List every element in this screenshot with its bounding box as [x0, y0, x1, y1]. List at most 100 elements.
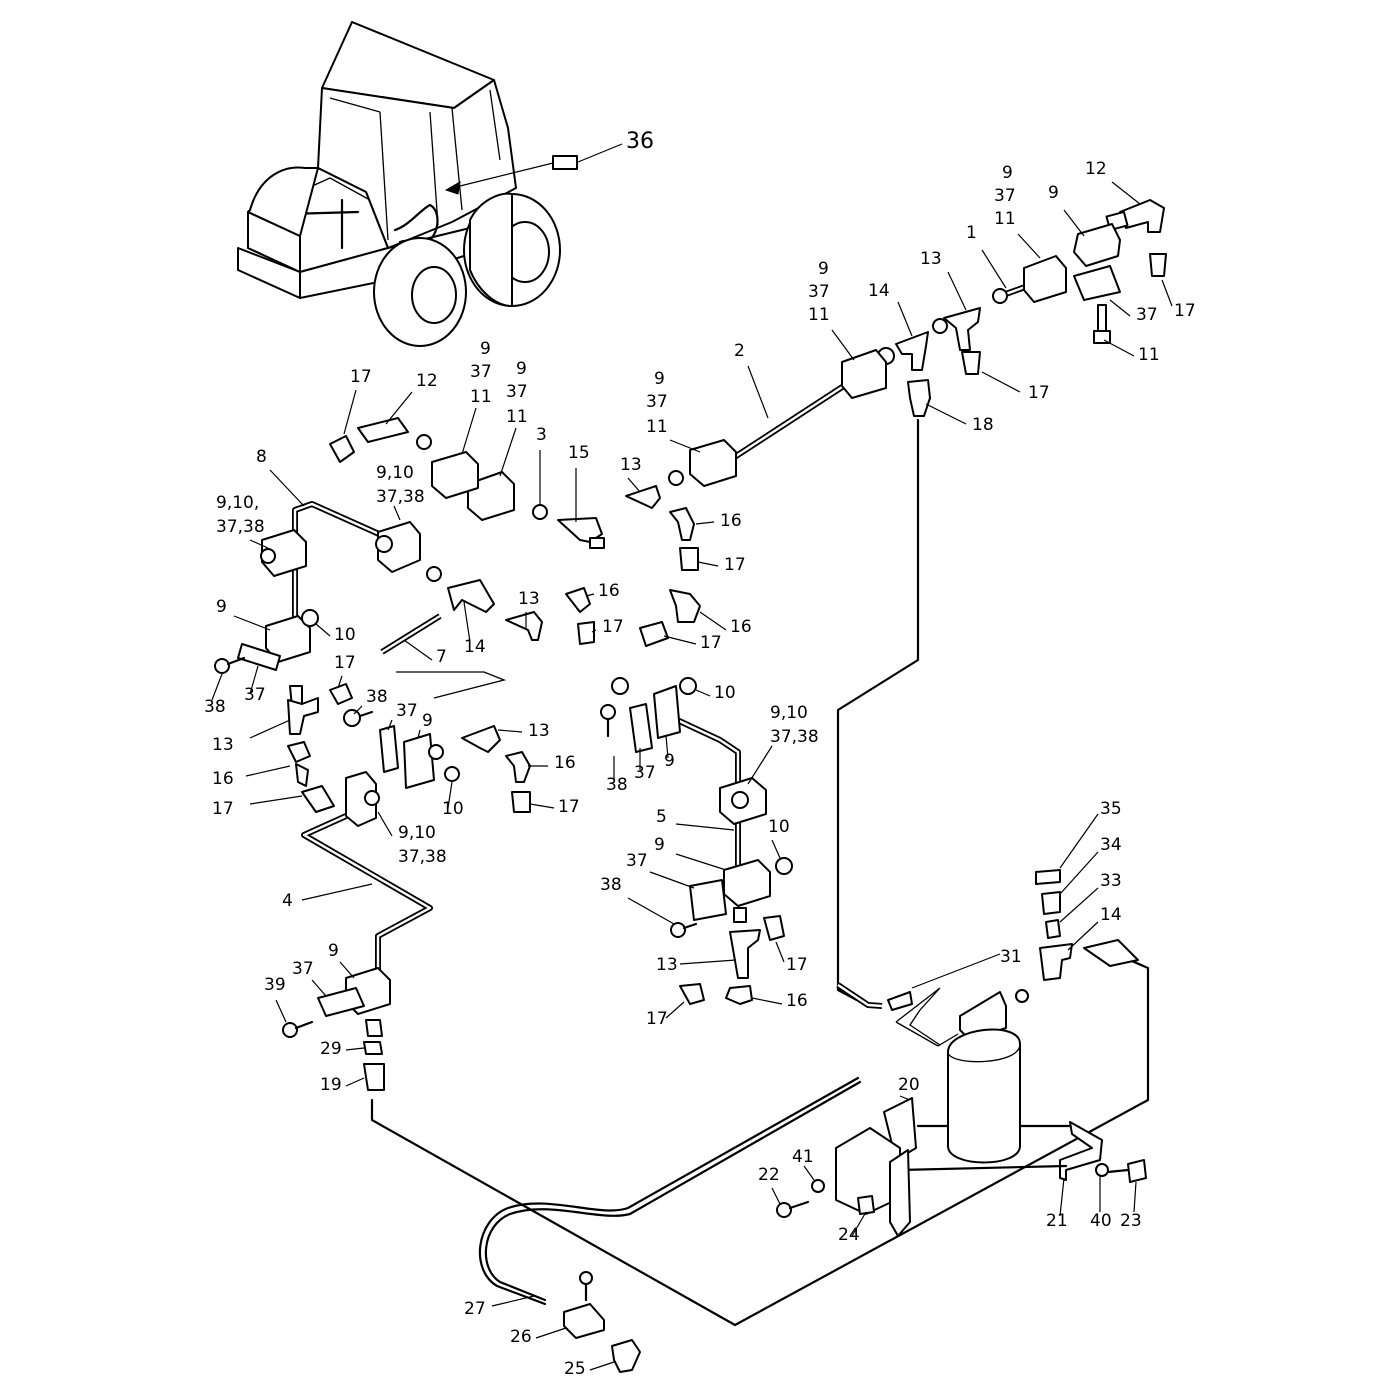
leader-line — [649, 871, 695, 889]
callout-label-c17a: 17 — [1174, 301, 1196, 321]
callout-label-c11e: 11 — [470, 387, 492, 407]
callout-label-c17h: 17 — [558, 797, 580, 817]
leader-line — [925, 403, 967, 425]
leader-line — [1017, 233, 1041, 259]
callout-label-c33: 33 — [1100, 871, 1122, 891]
callout-label-c17b: 17 — [1028, 383, 1050, 403]
callout-label-c37d: 37 — [646, 392, 668, 412]
callout-label-c9_10a: 9,10 — [376, 463, 414, 483]
callout-label-c35: 35 — [1100, 799, 1122, 819]
callout-label-c37_38c: 37,38 — [770, 727, 819, 747]
callout-label-c16e: 16 — [212, 769, 234, 789]
callout-label-c10c: 10 — [714, 683, 736, 703]
callout-label-c17i: 17 — [212, 799, 234, 819]
leader-line — [343, 389, 357, 435]
leader-line — [665, 1001, 685, 1019]
leader-line — [345, 1047, 365, 1051]
leader-line — [353, 705, 363, 715]
callout-label-c37b: 37 — [1136, 305, 1158, 325]
leader-line — [387, 719, 393, 731]
leader-line — [675, 853, 727, 871]
leader-line — [337, 675, 343, 689]
leader-line — [585, 593, 595, 597]
leader-line — [697, 561, 719, 567]
callout-label-c13f: 13 — [656, 955, 678, 975]
leader-line — [1059, 1177, 1065, 1217]
leader-line — [315, 623, 331, 637]
callout-label-c29: 29 — [320, 1039, 342, 1059]
leader-line — [627, 477, 641, 493]
callout-label-c16d: 16 — [554, 753, 576, 773]
leader-line — [1103, 339, 1135, 357]
leader-line — [233, 615, 271, 631]
leader-line — [1067, 921, 1099, 951]
callout-label-c13c: 13 — [518, 589, 540, 609]
callout-label-c10b: 10 — [442, 799, 464, 819]
leader-line — [899, 1095, 911, 1101]
callout-label-c16f: 16 — [786, 991, 808, 1011]
callout-label-c37j: 37 — [626, 851, 648, 871]
callout-label-c36: 36 — [626, 129, 654, 154]
callout-label-c12a: 12 — [1085, 159, 1107, 179]
callout-label-c37g: 37 — [244, 685, 266, 705]
leader-line — [627, 897, 675, 925]
leader-line — [529, 803, 555, 809]
callout-label-c13a: 13 — [920, 249, 942, 269]
leader-line — [1111, 181, 1141, 205]
leader-line — [911, 953, 1001, 989]
callout-label-c5: 5 — [656, 807, 667, 827]
leader-line — [339, 961, 355, 979]
callout-label-c22: 22 — [758, 1165, 780, 1185]
callout-label-c37e: 37 — [470, 362, 492, 382]
component-group — [214, 199, 1167, 1373]
callout-label-c13d: 13 — [528, 721, 550, 741]
callout-label-c34: 34 — [1100, 835, 1122, 855]
callout-label-c9b: 9 — [1048, 183, 1059, 203]
callout-label-c11a: 11 — [994, 209, 1016, 229]
leader-line — [249, 539, 269, 549]
callout-label-c17k: 17 — [646, 1009, 668, 1029]
leader-line — [675, 823, 735, 831]
leader-line — [403, 639, 433, 661]
callout-label-c37_38b: 37,38 — [216, 517, 265, 537]
leader-line — [269, 469, 305, 507]
leader-line — [747, 745, 773, 785]
leader-line — [771, 1187, 781, 1205]
callout-label-c10a: 10 — [334, 625, 356, 645]
callout-label-c9h: 9 — [422, 711, 433, 731]
leader-line — [669, 439, 701, 453]
callout-label-c9_10d: 9,10 — [398, 823, 436, 843]
leader-line — [1059, 813, 1099, 869]
callout-label-c17d: 17 — [724, 555, 746, 575]
leader-line — [211, 673, 223, 701]
callout-label-c27: 27 — [464, 1299, 486, 1319]
leader-line — [345, 1077, 365, 1087]
callout-label-c39: 39 — [264, 975, 286, 995]
leader-line — [245, 765, 291, 777]
leader-line — [1109, 299, 1131, 317]
leader-line — [981, 371, 1021, 393]
callout-label-c2: 2 — [734, 341, 745, 361]
leader-line — [301, 883, 373, 901]
leader-line — [591, 629, 597, 633]
leader-line — [249, 665, 259, 695]
callout-label-c1: 1 — [966, 223, 977, 243]
callout-label-c14b: 14 — [464, 637, 486, 657]
callout-label-c4: 4 — [282, 891, 293, 911]
callout-label-c25: 25 — [564, 1359, 586, 1379]
callout-label-c17j: 17 — [786, 955, 808, 975]
callout-label-c17f: 17 — [700, 633, 722, 653]
callout-label-c37_38d: 37,38 — [398, 847, 447, 867]
leader-line — [417, 729, 421, 739]
callout-label-c37a: 37 — [994, 186, 1016, 206]
leader-line — [463, 601, 471, 643]
callout-label-c37_38a: 37,38 — [376, 487, 425, 507]
leader-line — [981, 249, 1007, 289]
leader-line — [499, 427, 517, 477]
leader-line — [751, 997, 783, 1005]
callout-label-c18: 18 — [972, 415, 994, 435]
leader-line — [461, 407, 477, 455]
leader-line — [535, 1327, 567, 1339]
leader-line — [385, 391, 413, 425]
